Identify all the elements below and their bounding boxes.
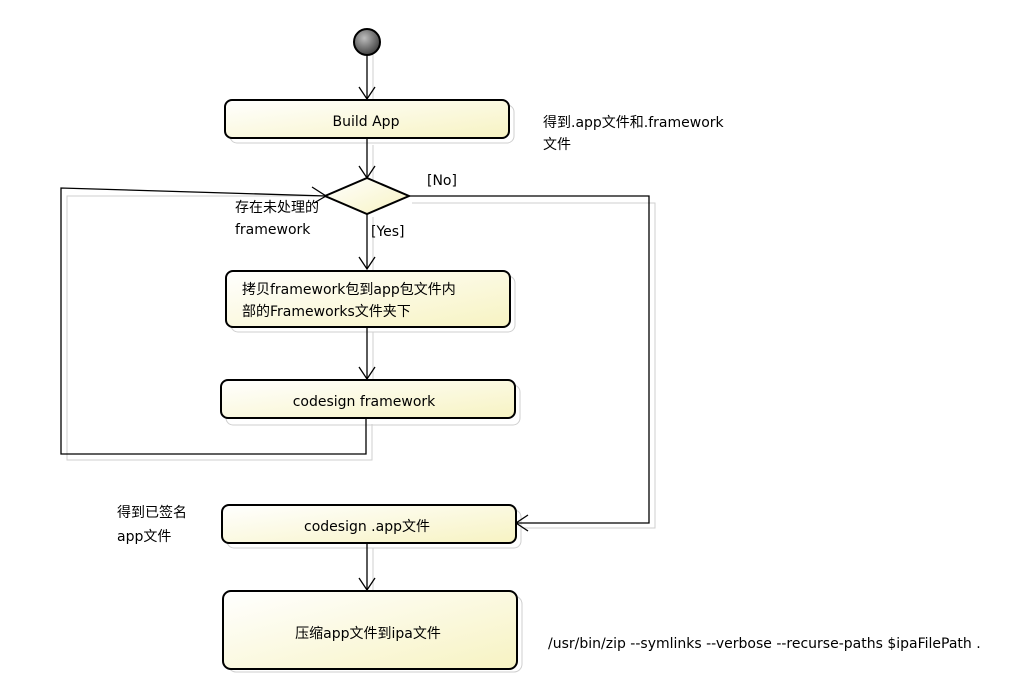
codesign-framework-node [220,379,516,419]
arrowhead [358,256,376,271]
codesign-app-node [221,504,517,544]
codesign-framework-label: codesign framework [293,394,436,410]
copy-framework-node [225,270,511,328]
copy-framework-label-line1: 拷贝framework包到app包文件内 [242,282,456,298]
note-signed-line2: app文件 [117,529,171,545]
copy-framework-label-line2: 部的Frameworks文件夹下 [242,304,411,320]
build-app-label: Build App [333,114,400,130]
build-app-node [224,99,510,139]
start-node [353,28,381,56]
guard-no-label: [No] [427,173,457,189]
note-decision-line1: 存在未处理的 [235,200,319,216]
edges [60,55,650,592]
codesign-app-label: codesign .app文件 [304,519,430,535]
note-build-output-line1: 得到.app文件和.framework [543,114,725,131]
zip-ipa-label: 压缩app文件到ipa文件 [295,626,441,642]
note-zip-command: /usr/bin/zip --symlinks --verbose --recu… [548,636,981,652]
zip-ipa-node [222,590,518,670]
decision-node [322,176,412,216]
edge-loop-back [60,187,367,455]
guard-yes-label: [Yes] [371,224,405,240]
note-build-output-line2: 文件 [543,137,571,153]
edge-decision-no [407,195,650,524]
note-decision-line2: framework [235,222,311,238]
note-signed-line1: 得到已签名 [117,504,187,521]
